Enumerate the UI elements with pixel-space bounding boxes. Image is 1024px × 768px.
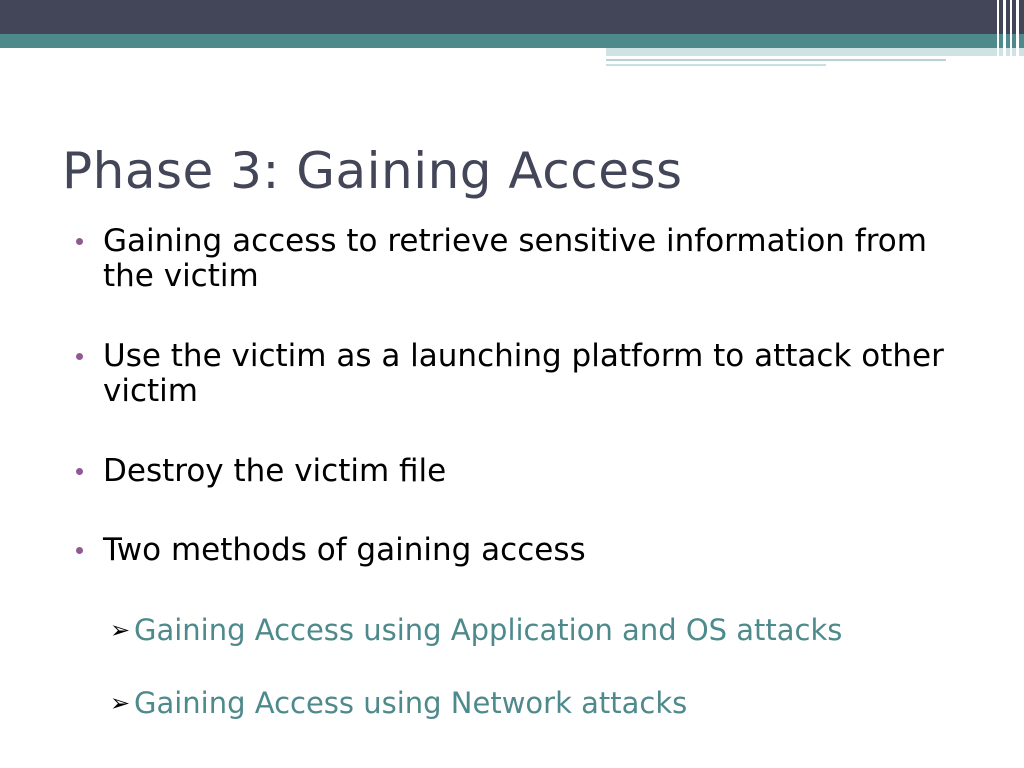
header-band-light bbox=[606, 48, 1024, 56]
bullet-text: Use the victim as a launching platform t… bbox=[103, 338, 944, 409]
sub-bullet-text: Gaining Access using Network attacks bbox=[134, 686, 688, 720]
arrow-bullet-icon: ➢ bbox=[110, 689, 131, 717]
bullet-item: Use the victim as a launching platform t… bbox=[76, 339, 983, 409]
sub-bullet-item: ➢Gaining Access using Application and OS… bbox=[110, 613, 842, 647]
bullet-text: Gaining access to retrieve sensitive inf… bbox=[103, 223, 927, 294]
header-stripes bbox=[993, 0, 1024, 70]
bullet-dot-icon bbox=[76, 353, 83, 360]
header-accent-line bbox=[606, 64, 826, 66]
sub-bullet-item: ➢Gaining Access using Network attacks bbox=[110, 686, 687, 720]
bullet-dot-icon bbox=[76, 547, 83, 554]
bullet-dot-icon bbox=[76, 238, 83, 245]
bullet-dot-icon bbox=[76, 468, 83, 475]
slide-title: Phase 3: Gaining Access bbox=[62, 142, 683, 200]
bullet-item: Gaining access to retrieve sensitive inf… bbox=[76, 224, 983, 294]
bullet-text: Destroy the victim file bbox=[103, 453, 447, 489]
header-band-dark bbox=[0, 0, 1024, 34]
bullet-item: Two methods of gaining access bbox=[76, 533, 983, 568]
header-band-teal bbox=[0, 34, 1024, 48]
header-accent-line bbox=[606, 59, 946, 61]
arrow-bullet-icon: ➢ bbox=[110, 616, 131, 644]
bullet-item: Destroy the victim file bbox=[76, 454, 983, 489]
bullet-text: Two methods of gaining access bbox=[103, 532, 586, 568]
sub-bullet-text: Gaining Access using Application and OS … bbox=[134, 613, 843, 647]
